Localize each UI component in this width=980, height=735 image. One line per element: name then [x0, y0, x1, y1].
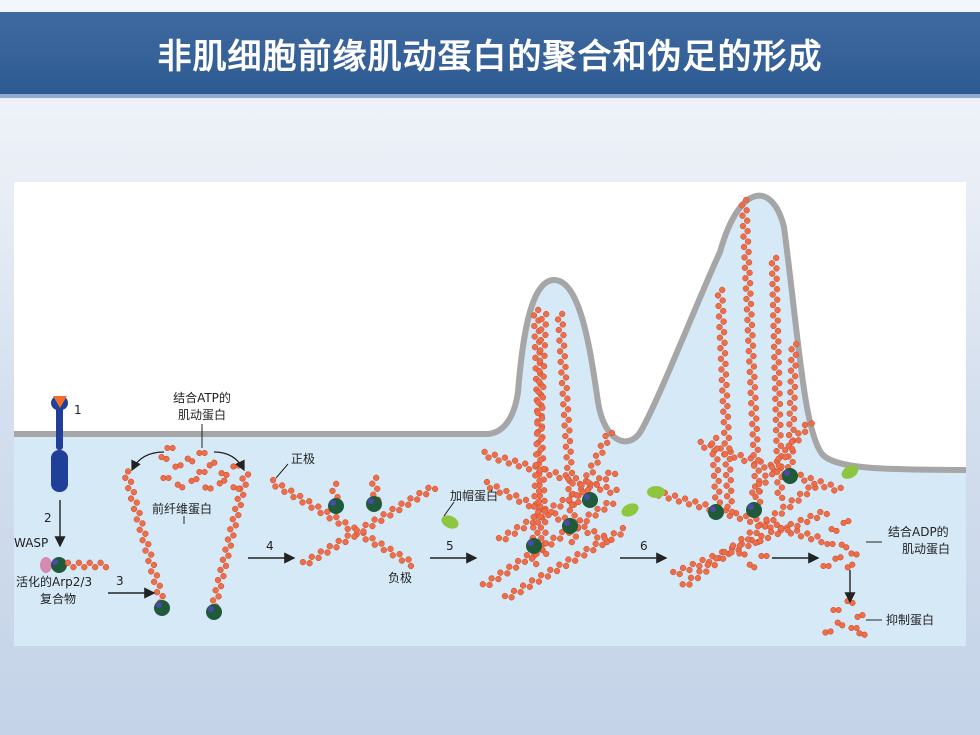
actin-monomer — [158, 454, 170, 462]
actin-filament — [209, 471, 252, 610]
actin-monomer — [188, 476, 200, 484]
capping-protein — [621, 503, 639, 517]
label-arp-complex-1: 活化的Arp2/3 — [16, 574, 92, 589]
arp-node — [154, 600, 170, 616]
actin-monomer — [854, 612, 866, 620]
actin-monomer — [828, 526, 840, 534]
actin-filament — [122, 468, 166, 606]
actin-monomer — [230, 484, 242, 492]
capping-protein — [841, 465, 859, 479]
actin-monomer — [184, 455, 196, 465]
arp-node — [562, 518, 578, 534]
actin-monomer — [820, 562, 832, 570]
step-number-6: 6 — [640, 539, 648, 553]
step-number-5: 5 — [446, 539, 454, 553]
actin-monomer — [196, 449, 208, 457]
actin-monomer — [746, 561, 758, 571]
actin-filament — [64, 559, 110, 571]
actin-filament — [501, 524, 627, 601]
step-number-4: 4 — [266, 539, 274, 553]
actin-monomer — [160, 474, 172, 482]
actin-monomer — [856, 630, 868, 638]
actin-monomer — [206, 459, 218, 469]
actin-monomer — [848, 550, 860, 558]
arp-node — [328, 498, 344, 514]
actin-monomer — [822, 628, 834, 636]
step-number-2: 2 — [44, 511, 52, 525]
actin-monomer — [832, 554, 844, 562]
arp-node — [746, 502, 762, 518]
label-pre-filament: 前纤维蛋白 — [152, 501, 212, 516]
actin-filament — [299, 484, 439, 567]
cell-membrane — [14, 192, 966, 473]
actin-filament — [528, 310, 550, 568]
cytoplasm — [14, 195, 966, 646]
label-atp-actin-2: 肌动蛋白 — [178, 407, 226, 422]
arp-branch-nodes — [154, 468, 798, 620]
capping-protein — [441, 515, 459, 529]
actin-filament — [679, 484, 819, 588]
actin-monomer — [758, 552, 770, 560]
actin-filament — [708, 434, 724, 512]
actin-monomer — [834, 619, 846, 629]
capping-protein — [647, 486, 665, 498]
actin-monomer — [736, 550, 748, 558]
actin-filament — [568, 429, 616, 509]
actin-monomer — [824, 540, 836, 548]
actin-monomer — [216, 477, 228, 487]
arp-node — [582, 492, 598, 508]
step-number-1: 1 — [74, 403, 82, 417]
label-atp-actin-1: 结合ATP的 — [173, 390, 231, 405]
title-bar: 非肌细胞前缘肌动蛋白的聚合和伪足的形成 — [0, 12, 980, 98]
actin-monomer — [830, 606, 842, 614]
label-wasp: WASP — [14, 536, 48, 550]
page-title: 非肌细胞前缘肌动蛋白的聚合和伪足的形成 — [157, 36, 823, 77]
diagram-figure: 1 2 3 4 5 6 结合ATP的 肌动蛋白 正极 负极 加帽蛋白 前纤维蛋白… — [14, 182, 966, 646]
membrane-receptor — [51, 396, 68, 492]
wasp-arp-complex — [40, 557, 110, 573]
actin-filament — [714, 286, 736, 516]
actin-monomer — [202, 484, 214, 492]
arp-node — [708, 504, 724, 520]
arp-node — [206, 604, 222, 620]
label-plus-end: 正极 — [291, 452, 315, 466]
actin-monomer — [838, 541, 850, 551]
actin-filament — [269, 476, 415, 570]
capping-proteins — [441, 465, 859, 529]
arp-node — [782, 468, 798, 484]
capping-leader — [443, 501, 455, 517]
actin-filament — [749, 420, 815, 496]
label-arp-complex-2: 复合物 — [40, 591, 76, 606]
actin-monomer — [844, 561, 856, 571]
step-number-3: 3 — [116, 574, 124, 588]
monomer-add-arrow-right — [213, 451, 245, 472]
arp-node — [366, 496, 382, 512]
label-capping-protein: 加帽蛋白 — [450, 488, 498, 503]
monomer-add-arrow-left — [131, 451, 165, 472]
actin-monomer — [848, 624, 860, 632]
actin-monomer — [218, 470, 230, 478]
label-adp-actin-1: 结合ADP的 — [888, 524, 949, 539]
actin-monomer — [840, 518, 852, 526]
actin-monomer — [752, 538, 764, 546]
actin-monomer — [196, 468, 208, 476]
label-minus-end: 负极 — [388, 571, 412, 585]
label-inhibitor: 抑制蛋白 — [886, 612, 934, 627]
label-adp-actin-2: 肌动蛋白 — [902, 541, 950, 556]
arp-node — [526, 538, 542, 554]
actin-monomer — [164, 444, 176, 452]
actin-monomer — [174, 481, 186, 491]
diagram-svg: 1 2 3 4 5 6 结合ATP的 肌动蛋白 正极 负极 加帽蛋白 前纤维蛋白… — [14, 192, 966, 646]
plus-end-leader — [275, 463, 289, 479]
actin-monomer — [172, 462, 184, 470]
